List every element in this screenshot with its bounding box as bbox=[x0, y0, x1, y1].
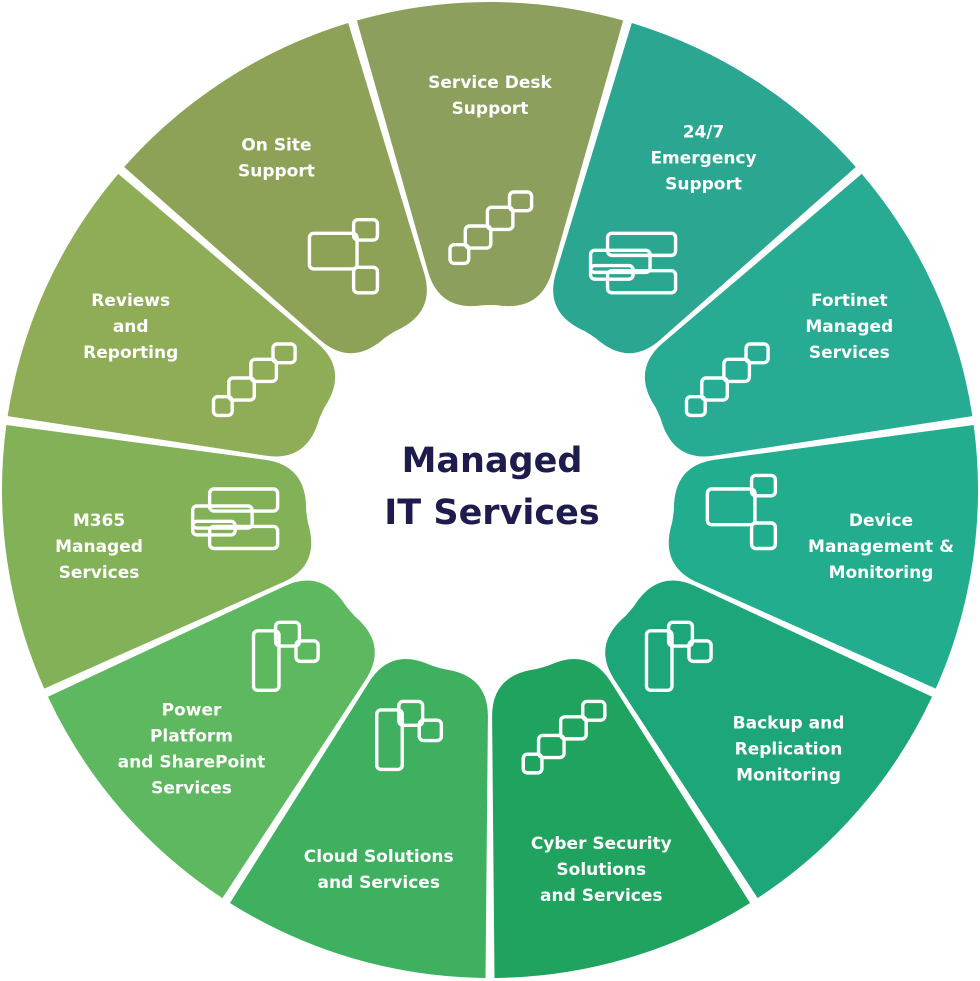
segment-label-line: Platform bbox=[150, 727, 233, 747]
segment-label-line: M365 bbox=[73, 511, 125, 531]
stair-squares-icon bbox=[684, 342, 770, 418]
segment-wedge bbox=[356, 1, 624, 307]
segment-label-line: Management & bbox=[808, 537, 954, 557]
segment-wedge bbox=[605, 580, 933, 899]
stair-squares-icon bbox=[521, 699, 607, 775]
segment-10 bbox=[124, 23, 427, 354]
tall-block-icon bbox=[251, 620, 320, 692]
segment-label-line: Managed bbox=[805, 317, 893, 337]
segment-4 bbox=[605, 580, 933, 899]
segment-label-line: Support bbox=[665, 175, 742, 195]
segment-wedge bbox=[1, 425, 312, 689]
segment-label-line: Fortinet bbox=[811, 291, 888, 311]
segment-label-line: Backup and bbox=[733, 714, 845, 734]
segment-label-line: Emergency bbox=[650, 149, 756, 169]
segment-3 bbox=[668, 425, 978, 689]
segment-label-line: Cloud Solutions bbox=[304, 847, 454, 867]
segment-label-line: Services bbox=[59, 563, 140, 583]
segment-7 bbox=[47, 580, 375, 899]
stacked-bars-icon bbox=[588, 231, 678, 295]
segment-label-line: Solutions bbox=[556, 860, 646, 880]
segment-0 bbox=[356, 1, 624, 307]
segment-2 bbox=[644, 173, 973, 457]
segment-label-line: Power bbox=[162, 701, 222, 721]
segment-wedge bbox=[47, 580, 375, 899]
segment-label-line: and Services bbox=[317, 873, 439, 893]
offset-blocks-icon bbox=[705, 473, 778, 551]
segment-label-line: Managed bbox=[55, 537, 143, 557]
segment-label-line: Monitoring bbox=[736, 766, 841, 786]
center-hub: Managed IT Services bbox=[384, 441, 599, 533]
segment-wedge bbox=[229, 658, 488, 978]
segment-label-line: Reviews bbox=[91, 291, 170, 311]
segment-label-line: Replication bbox=[735, 740, 843, 760]
segment-label-line: Service Desk bbox=[428, 73, 552, 93]
segment-1 bbox=[553, 23, 856, 354]
segment-label-line: and Services bbox=[540, 886, 662, 906]
stair-squares-icon bbox=[448, 190, 534, 266]
segment-9 bbox=[7, 173, 336, 457]
segment-label-line: Services bbox=[151, 779, 232, 799]
segment-label-line: and SharePoint bbox=[118, 753, 266, 773]
segment-label-line: 24/7 bbox=[683, 123, 725, 143]
segment-wedge bbox=[492, 658, 751, 978]
segment-label-line: Reporting bbox=[83, 343, 178, 363]
segment-6 bbox=[229, 658, 488, 978]
segment-label-line: Device bbox=[849, 511, 913, 531]
segment-8 bbox=[1, 425, 312, 689]
segment-label-line: Monitoring bbox=[829, 563, 934, 583]
tall-block-icon bbox=[375, 699, 444, 772]
segment-label-line: Support bbox=[238, 162, 315, 182]
center-title-line-1: Managed bbox=[402, 441, 583, 481]
segment-label: Cloud Solutions and Services bbox=[304, 847, 454, 893]
tall-block-icon bbox=[644, 620, 713, 692]
stair-squares-icon bbox=[211, 342, 297, 418]
segment-5 bbox=[492, 658, 751, 978]
center-title-line-2: IT Services bbox=[384, 493, 599, 533]
segment-label-line: and bbox=[113, 317, 149, 337]
segment-label-line: Services bbox=[809, 343, 890, 363]
segment-wedge bbox=[668, 425, 978, 689]
segment-label-line: Support bbox=[452, 99, 529, 119]
stacked-bars-icon bbox=[190, 487, 280, 551]
segment-label-line: On Site bbox=[241, 136, 311, 156]
segment-label-line: Cyber Security bbox=[531, 834, 672, 854]
offset-blocks-icon bbox=[307, 217, 380, 295]
